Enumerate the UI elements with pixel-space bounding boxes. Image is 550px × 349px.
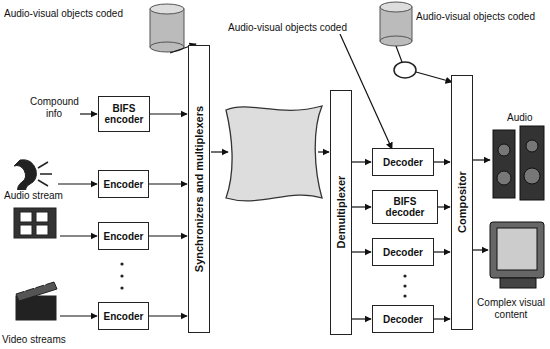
node-text: Demultiplexer <box>333 174 349 251</box>
node-text: Decoder <box>381 312 425 327</box>
decoder-box: Decoder <box>372 305 434 333</box>
output-label: Audio <box>507 112 533 124</box>
flow-arrow <box>150 113 187 114</box>
compositor-bar: Compositor <box>451 75 473 330</box>
ear-icon <box>14 160 36 194</box>
flow-arrow <box>352 206 371 207</box>
output-label: Complex visual content <box>476 297 546 320</box>
flow-arrow <box>149 183 187 184</box>
flow-arrow <box>434 161 450 162</box>
flow-arrow <box>434 318 450 319</box>
decoder-box: Decoder <box>372 238 434 266</box>
storage-cylinder <box>150 9 184 47</box>
node-text: Synchronizers and multiplexers <box>191 104 207 274</box>
node-text: BIFS encoder <box>99 101 149 127</box>
speaker-icon <box>493 130 515 198</box>
small-ellipse <box>394 62 416 78</box>
node-text: Encoder <box>101 229 145 244</box>
film-icon <box>14 208 56 238</box>
input-label: Compound info <box>30 96 78 119</box>
input-label: Video streams <box>2 334 66 346</box>
flow-arrow <box>149 235 187 236</box>
flow-arrow <box>352 318 371 319</box>
demultiplexer-bar: Demultiplexer <box>330 90 352 335</box>
speaker-icon <box>520 126 544 200</box>
channel-shape <box>226 106 322 201</box>
encoder-box: BIFS encoder <box>98 96 150 132</box>
object-label: Audio-visual objects coded <box>416 11 535 23</box>
node-text: BIFS decoder <box>373 194 437 220</box>
encoder-box: Encoder <box>98 170 149 198</box>
node-text: Decoder <box>381 245 425 260</box>
node-text: Decoder <box>381 155 425 170</box>
input-label: Audio stream <box>4 190 63 202</box>
flow-arrow <box>352 251 371 252</box>
multiplexer-bar: Synchronizers and multiplexers <box>188 45 210 333</box>
decoder-box: Decoder <box>372 148 434 176</box>
monitor-icon <box>490 222 544 278</box>
node-text: Encoder <box>101 309 145 324</box>
object-label: Audio-visual objects coded <box>4 8 123 20</box>
flow-arrow <box>149 315 187 316</box>
flow-arrow <box>434 251 450 252</box>
encoder-box: Encoder <box>98 222 149 250</box>
leader-lines <box>58 34 490 316</box>
node-text: Compositor <box>454 170 470 236</box>
node-text: Encoder <box>101 177 145 192</box>
object-label: Audio-visual objects coded <box>228 22 347 34</box>
decoder-box: BIFS decoder <box>372 190 438 224</box>
flow-arrow <box>438 206 450 207</box>
flow-arrow <box>352 161 371 162</box>
encoder-box: Encoder <box>98 302 149 330</box>
